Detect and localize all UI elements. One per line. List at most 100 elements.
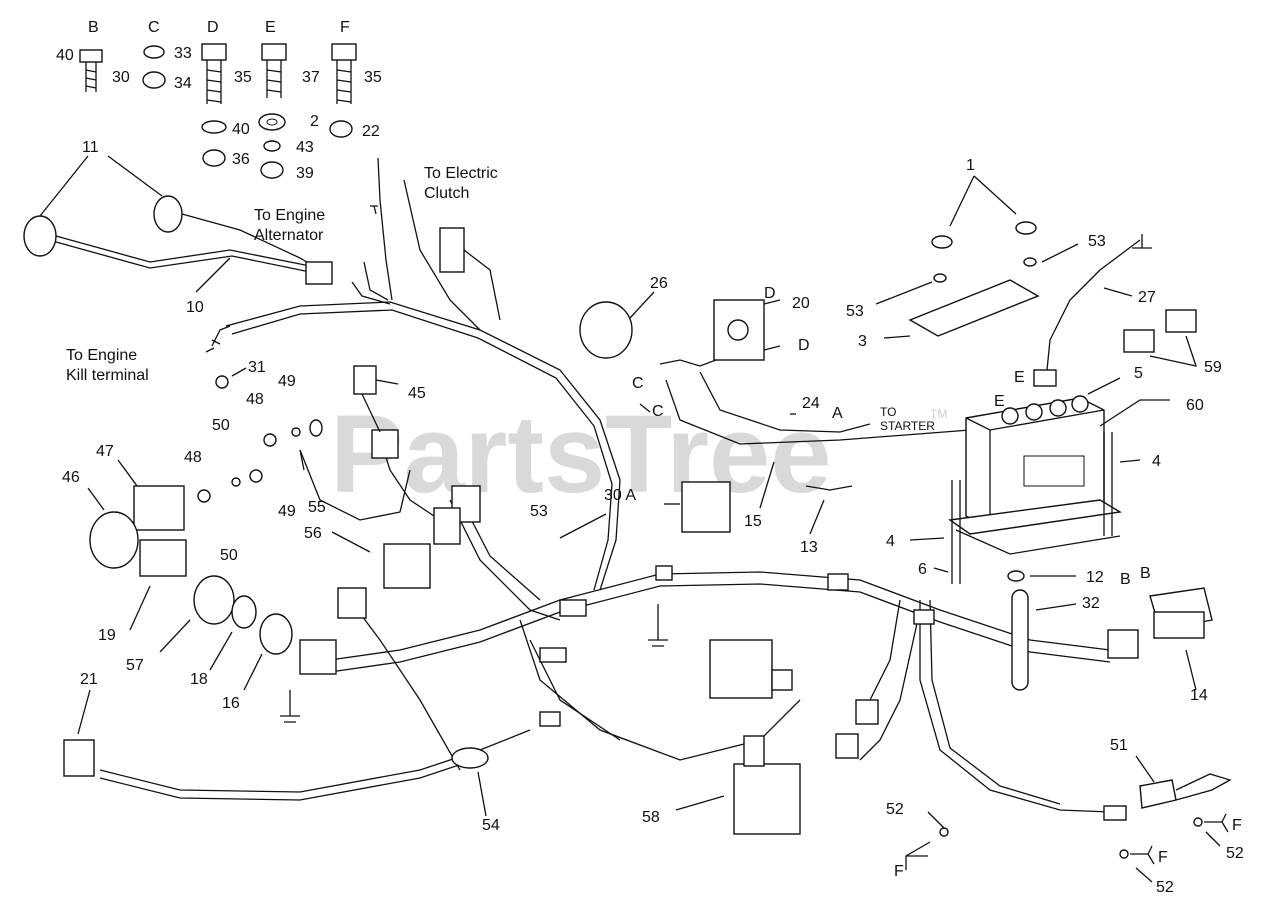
callout-60: 60 [1186,397,1204,414]
bolt-head [261,43,287,61]
callout-20: 20 [792,295,810,312]
callout-50a: 50 [212,417,230,434]
callout-14: 14 [1190,687,1208,704]
hex-nut [202,149,226,167]
connector-45 [353,365,377,395]
fuse-holder-54 [451,747,489,769]
note-engine-alternator-1: To Engine [254,207,325,224]
callout-31: 31 [248,359,266,376]
marker-f-bottom: F [894,863,904,880]
callout-39: 39 [296,165,314,182]
callout-4b: 4 [886,533,895,550]
note-starter-2: STARTER [880,419,935,433]
callout-52a: 52 [886,801,904,818]
boot-12 [1011,589,1029,691]
callout-15: 15 [744,513,762,530]
marker-b-right: B [1140,565,1151,582]
coil-housing [709,639,773,699]
callout-58: 58 [642,809,660,826]
marker-c-upper: C [632,375,644,392]
callout-18: 18 [190,671,208,688]
battery-tray [948,499,1123,535]
rod-4-right [1103,432,1113,536]
note-engine-kill-2: Kill terminal [66,367,149,384]
callout-34: 34 [174,75,192,92]
ignition-key [139,539,187,577]
callout-59: 59 [1204,359,1222,376]
callout-48b: 48 [184,449,202,466]
callout-35b: 35 [364,69,382,86]
callout-56: 56 [304,525,322,542]
note-starter-1: TO [880,405,896,419]
callout-35: 35 [234,69,252,86]
bezel-57 [193,575,235,625]
callout-57: 57 [126,657,144,674]
callout-3: 3 [858,333,867,350]
marker-b-left: B [1120,571,1131,588]
callout-49b: 49 [278,503,296,520]
cable-27 [1045,239,1141,381]
set-letter-d: D [207,19,219,36]
fuse-51 [1139,779,1177,809]
nut-18 [231,595,257,629]
callout-53b: 53 [846,303,864,320]
callout-32: 12 [1086,569,1104,586]
callout-54: 54 [482,817,500,834]
callout-43: 43 [296,139,314,156]
note-electric-clutch-1: To Electric [424,165,498,182]
hex-nut [142,71,166,89]
marker-d-right: D [798,337,810,354]
lamp-connector [305,261,333,285]
callout-27: 27 [1138,289,1156,306]
bolt-shank [85,62,97,92]
callout-24: 24 [802,395,820,412]
marker-f-right: F [1232,817,1242,834]
marker-e-lower: E [994,393,1005,410]
callout-37: 37 [302,69,320,86]
relay-55 [383,543,431,589]
harness-plug [299,639,337,675]
callout-1: 1 [966,157,975,174]
relay-30a [681,481,731,533]
callout-13: 13 [800,539,818,556]
hardware-set-b: B 40 30 [56,19,130,92]
callout-52b: 52 [1226,845,1244,862]
callout-45: 45 [408,385,426,402]
callout-46: 46 [62,469,80,486]
cable-13 [805,485,853,491]
callout-6: 6 [918,561,927,578]
clutch-connector [439,227,465,273]
bolt-shank [266,60,282,98]
note-engine-alternator-2: Alternator [254,227,324,244]
left-components: 31 49 48 50 45 47 46 48 49 50 55 56 19 [62,339,500,834]
light-46 [89,511,139,569]
bolt-head [79,49,103,63]
hex-nut [329,120,353,138]
headlight-lamps: 11 10 [23,139,333,316]
callout-51: 51 [1110,737,1128,754]
set-letter-c: C [148,19,160,36]
horn-26 [579,301,633,359]
seat-switch-58 [733,763,801,835]
callout-26: 26 [650,275,668,292]
switch-16 [259,613,293,655]
hold-down-3 [908,279,1040,337]
hardware-set-c: C 33 34 [142,19,192,92]
hardware-set-e: E 37 2 43 39 [258,19,320,182]
callout-36: 36 [232,151,250,168]
rod-4-left [951,480,961,584]
lock-washer [201,120,227,134]
connector-21 [63,739,95,777]
callout-4a: 4 [1152,453,1161,470]
callout-49a: 49 [278,373,296,390]
ground-symbol [648,604,668,647]
lamp-bulb-left [23,215,57,257]
flat-washer [258,113,286,131]
ground-symbol [280,690,300,723]
callout-30: 30 [112,69,130,86]
callout-53a: 53 [1088,233,1106,250]
bracket-47 [133,485,185,531]
callout-11: 11 [82,139,99,156]
